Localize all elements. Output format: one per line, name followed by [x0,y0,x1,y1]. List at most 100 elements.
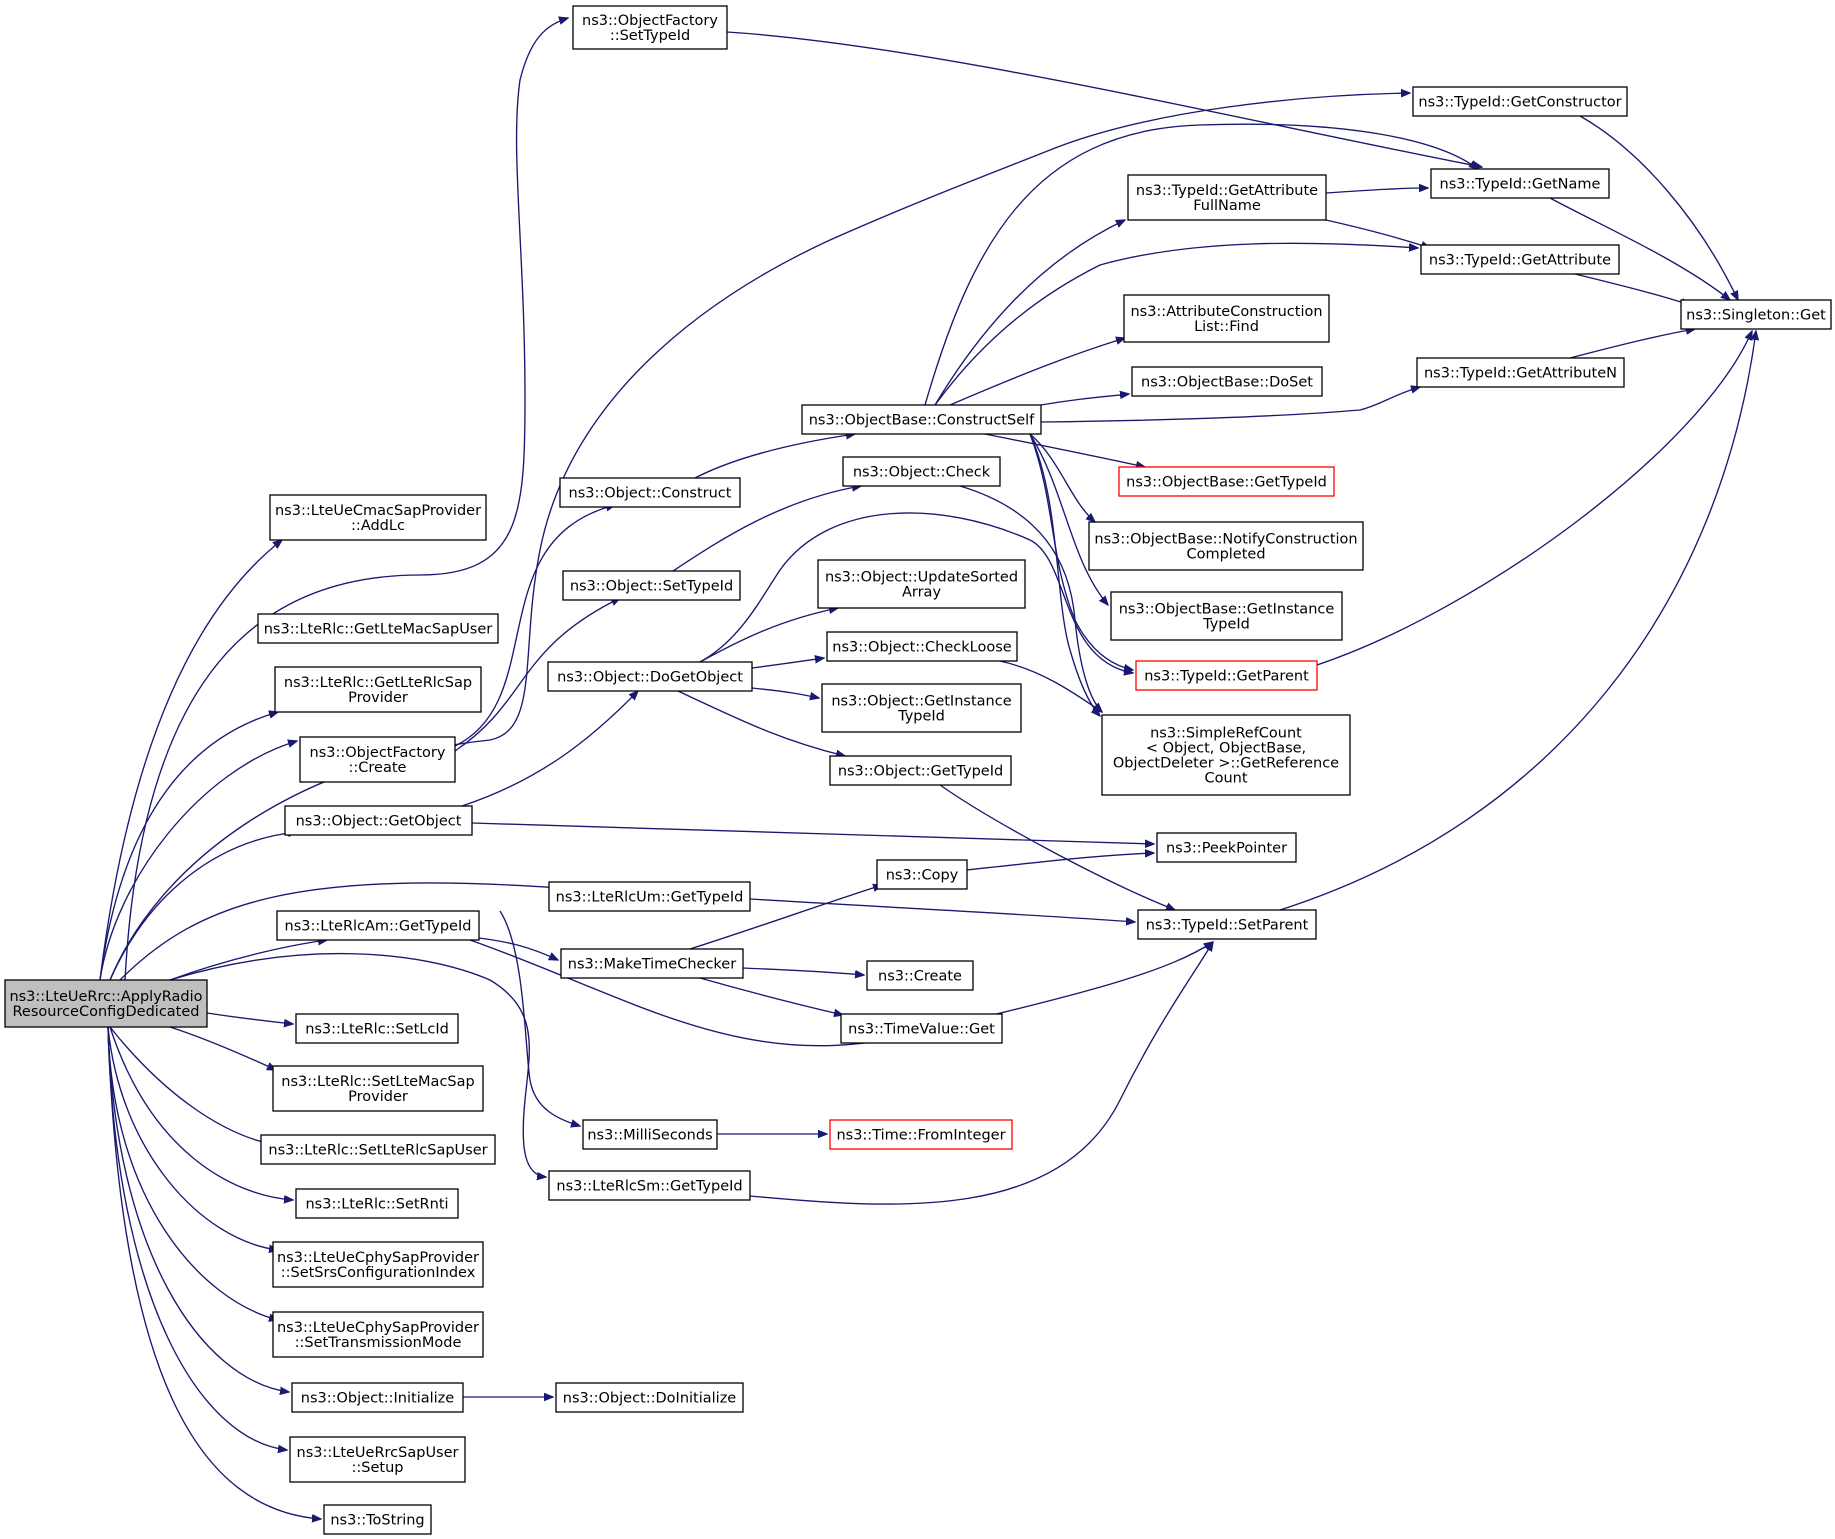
node-label-line: Provider [348,690,408,706]
node-box [1123,294,1330,343]
edge-line [1579,115,1738,300]
node-rlcum-gettypeid[interactable]: ns3::LteRlcUm::GetTypeId [548,881,751,912]
node-label-line: ns3::LteRlc::GetLteRlcSap [284,675,472,691]
node-obj-dogetobject[interactable]: ns3::Object::DoGetObject [547,661,753,692]
edge-tid-getattributen-to-singleton-get [1569,329,1695,359]
node-maketimechecker[interactable]: ns3::MakeTimeChecker [560,948,744,979]
node-of-create[interactable]: ns3::ObjectFactory::Create [299,736,456,783]
node-box [548,1170,751,1201]
node-ob-gettypeid[interactable]: ns3::ObjectBase::GetTypeId [1118,466,1335,497]
edge-obj-check-to-simplerefcount [959,485,1102,712]
edge-line [107,1026,289,1392]
node-ob-doset[interactable]: ns3::ObjectBase::DoSet [1131,366,1323,397]
node-rlc-setlcid[interactable]: ns3::LteRlc::SetLcId [295,1013,459,1044]
node-obj-checkloose[interactable]: ns3::Object::CheckLoose [826,631,1018,662]
node-obj-getobject[interactable]: ns3::Object::GetObject [284,805,473,836]
node-cphy-settxmode[interactable]: ns3::LteUeCphySapProvider::SetTransmissi… [272,1311,484,1358]
node-rlc-setrlcsapuser[interactable]: ns3::LteRlc::SetLteRlcSapUser [260,1134,496,1165]
node-tid-setparent[interactable]: ns3::TypeId::SetParent [1137,909,1317,940]
edge-line [124,18,568,981]
node-rlc-getmacuser[interactable]: ns3::LteRlc::GetLteMacSapUser [257,613,499,644]
node-timevalue-get[interactable]: ns3::TimeValue::Get [840,1013,1003,1044]
node-tid-getconstructor[interactable]: ns3::TypeId::GetConstructor [1412,86,1628,117]
edge-line [119,882,560,981]
node-label-line: ns3::LteRlcUm::GetTypeId [556,890,744,906]
node-of-settypeid[interactable]: ns3::ObjectFactory::SetTypeId [572,5,728,50]
edge-root-to-of-create [99,741,297,981]
edge-line [169,940,327,981]
node-box [1137,909,1317,940]
node-label-line: ns3::TypeId::GetParent [1144,669,1309,685]
edge-line [109,1026,293,1200]
edge-line [751,658,824,669]
node-root[interactable]: ns3::LteUeRrc::ApplyRadioResourceConfigD… [4,979,208,1028]
node-box [582,1119,718,1150]
edge-root-to-cphy-setsrs [107,1026,278,1250]
node-obj-construct[interactable]: ns3::Object::Construct [559,477,741,508]
edge-line [751,687,819,698]
node-singleton-get[interactable]: ns3::Singleton::Get [1680,299,1832,330]
node-rlcam-gettypeid[interactable]: ns3::LteRlcAm::GetTypeId [276,910,480,941]
node-label-line: ::SetTypeId [610,28,690,44]
node-label-line: ResourceConfigDedicated [12,1004,199,1020]
node-label-line: TypeId [1202,617,1250,633]
node-box [801,404,1042,435]
node-label-line: ns3::ObjectFactory [310,745,446,761]
node-simplerefcount[interactable]: ns3::SimpleRefCount< Object, ObjectBase,… [1101,714,1351,796]
edge-root-to-obj-getobject [109,832,297,981]
node-tid-getname[interactable]: ns3::TypeId::GetName [1430,168,1610,199]
node-label-line: ns3::LteUeRrc::ApplyRadio [9,989,202,1005]
node-obj-initialize[interactable]: ns3::Object::Initialize [291,1382,464,1413]
node-box [866,960,974,991]
node-obj-check[interactable]: ns3::Object::Check [842,456,1001,487]
node-obj-settypeid[interactable]: ns3::Object::SetTypeId [562,570,741,601]
node-label-line: ns3::LteRlcSm::GetTypeId [556,1179,742,1195]
node-time-frominteger[interactable]: ns3::Time::FromInteger [829,1119,1013,1150]
edge-line [478,937,558,960]
node-tid-getparent[interactable]: ns3::TypeId::GetParent [1135,660,1318,691]
node-rlc-setrnti[interactable]: ns3::LteRlc::SetRnti [295,1188,459,1219]
node-label-line: ns3::Object::UpdateSorted [825,570,1018,586]
node-rlcsm-gettypeid[interactable]: ns3::LteRlcSm::GetTypeId [548,1170,751,1201]
node-peekpointer[interactable]: ns3::PeekPointer [1156,832,1297,863]
node-label-line: ns3::Object::DoGetObject [557,670,743,686]
node-rrcsapuser-setup[interactable]: ns3::LteUeRrcSapUser::Setup [289,1436,466,1483]
node-copy[interactable]: ns3::Copy [876,859,968,890]
node-box [1680,299,1832,330]
node-create[interactable]: ns3::Create [866,960,974,991]
node-ob-notifyconstruction[interactable]: ns3::ObjectBase::NotifyConstructionCompl… [1088,521,1364,571]
node-obj-doinitialize[interactable]: ns3::Object::DoInitialize [555,1382,744,1413]
node-label-line: ::SetSrsConfigurationIndex [281,1265,476,1281]
node-label-line: ns3::TypeId::GetAttribute [1429,253,1611,269]
node-milliseconds[interactable]: ns3::MilliSeconds [582,1119,718,1150]
edge-line [694,434,855,479]
node-tid-getattributen[interactable]: ns3::TypeId::GetAttributeN [1416,357,1625,388]
edge-line [99,712,278,981]
node-label-line: ns3::LteRlc::SetLteMacSap [281,1074,474,1090]
edge-maketimechecker-to-timevalue-get [699,977,843,1015]
node-label-line: ns3::Object::Check [853,465,991,481]
edge-line [939,784,1175,911]
node-obj-gettypeid[interactable]: ns3::Object::GetTypeId [829,755,1012,786]
node-label-line: ns3::ToString [330,1513,424,1529]
edge-line [699,977,843,1015]
node-box [295,1013,459,1044]
node-cphy-setsrs[interactable]: ns3::LteUeCphySapProvider::SetSrsConfigu… [272,1241,484,1288]
node-ob-constructself[interactable]: ns3::ObjectBase::ConstructSelf [801,404,1042,435]
node-tostring[interactable]: ns3::ToString [323,1504,432,1535]
node-box [840,1013,1003,1044]
node-label-line: ::SetTransmissionMode [295,1335,462,1351]
edge-ob-constructself-to-ob-notifyconstruction [1029,433,1095,522]
edge-line [1040,394,1129,406]
edge-obj-dogetobject-to-tid-getparent [699,512,1133,673]
edge-line [1029,433,1133,670]
node-tid-getattribute[interactable]: ns3::TypeId::GetAttribute [1420,244,1620,275]
node-cmac-addlc[interactable]: ns3::LteUeCmacSapProvider::AddLc [269,494,487,541]
